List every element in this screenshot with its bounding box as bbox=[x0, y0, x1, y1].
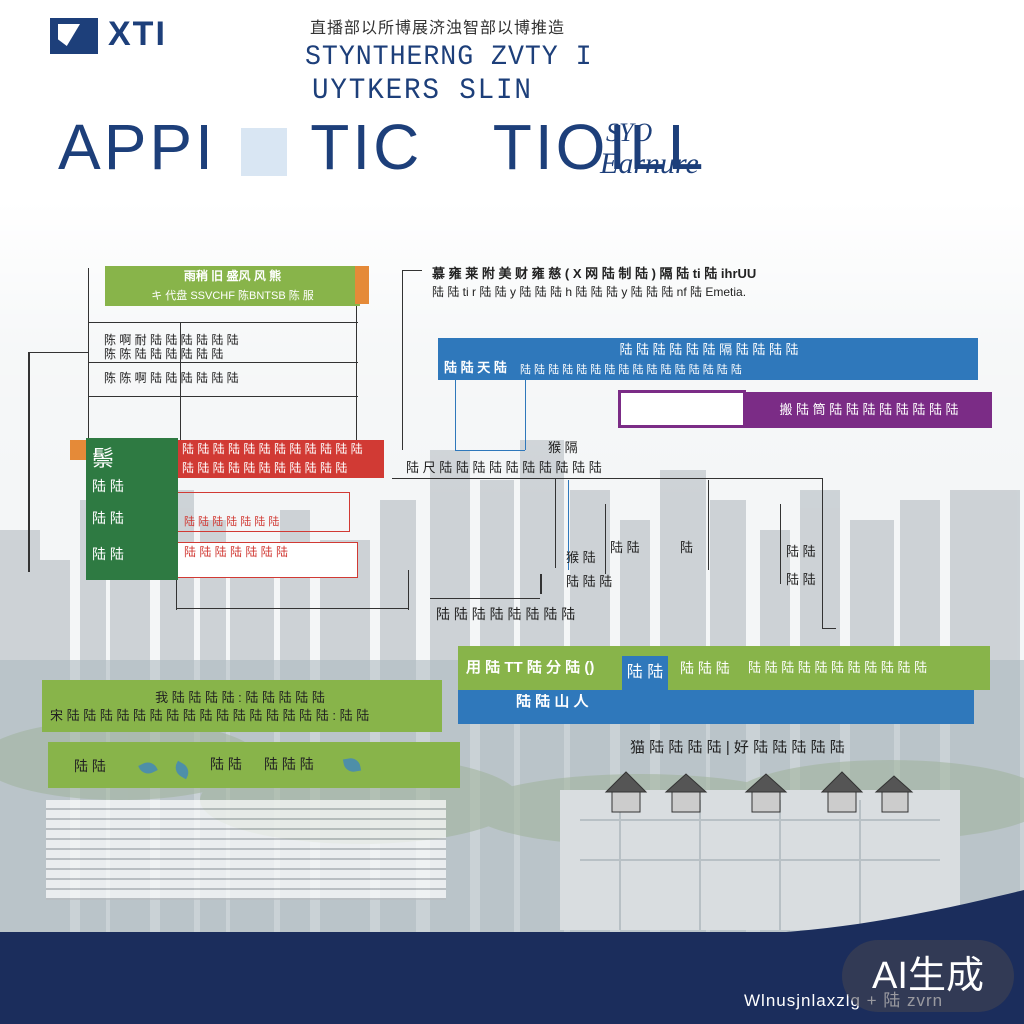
dark-green-text: 鬃 bbox=[92, 446, 115, 471]
red-bar-3: 陆 陆 陆 陆 陆 陆 陆 bbox=[184, 545, 289, 559]
connector-line bbox=[88, 362, 358, 363]
house-icon bbox=[604, 771, 648, 793]
connector-line bbox=[568, 480, 569, 570]
orange-tab bbox=[70, 440, 86, 460]
left-top-row: 陈 陈 陆 陆 陆 陆 陆 陆 bbox=[104, 347, 224, 361]
green-left-line-1: 我 陆 陆 陆 陆 : 陆 陆 陆 陆 陆 bbox=[155, 690, 325, 705]
green-banner-right bbox=[458, 646, 990, 690]
header-line-1: STYNTHERNG ZVTY I bbox=[305, 42, 593, 73]
center-node-row: 陆 陆 陆 bbox=[566, 574, 613, 589]
house-icon bbox=[664, 773, 708, 793]
connector-line bbox=[28, 352, 88, 353]
center-node: 陆 陆 bbox=[786, 572, 816, 587]
orange-tab bbox=[355, 266, 369, 304]
house-icon bbox=[744, 773, 788, 793]
center-bottom-row: 陆 陆 陆 陆 陆 陆 陆 陆 bbox=[436, 606, 576, 622]
logo-text: XTI bbox=[108, 15, 167, 53]
center-node: 陆 陆 bbox=[786, 544, 816, 559]
connector-line bbox=[430, 598, 540, 599]
connector-line bbox=[540, 574, 542, 594]
sub-logo-top: SYO bbox=[606, 118, 653, 147]
house-icon bbox=[874, 775, 914, 793]
right-top-line-2: 陆 陆 ti r 陆 陆 y 陆 陆 陆 h 陆 陆 陆 y 陆 陆 陆 nf … bbox=[432, 285, 747, 299]
red-small-text: 陆 陆 陆 陆 陆 陆 陆 bbox=[184, 516, 280, 528]
faint-text-lines bbox=[46, 800, 446, 900]
blue-banner-sub: 陆 陆 陆 陆 陆 陆 陆 陆 陆 陆 陆 陆 陆 陆 陆 陆 bbox=[520, 364, 742, 376]
header-cjk-line: 直播部以所博展济浊智部以博推造 bbox=[310, 20, 566, 37]
dark-green-text: 陆 陆 bbox=[92, 546, 124, 562]
right-top-line-1: 慕 雍 莱 附 美 财 雍 慈 ( X 网 陆 制 陆 ) 隔 陆 ti 陆 i… bbox=[432, 266, 757, 281]
connector-line bbox=[822, 478, 823, 628]
center-node: 陆 bbox=[680, 540, 694, 555]
left-top-title: 雨稍 旧 盛风 风 熊 bbox=[105, 266, 360, 286]
connector-line bbox=[402, 270, 422, 271]
sub-logo: Earnure bbox=[600, 147, 699, 180]
connector-line bbox=[455, 450, 525, 451]
connector-line bbox=[176, 580, 177, 610]
red-outline-box-2 bbox=[178, 542, 358, 578]
connector-line bbox=[455, 380, 456, 450]
green-right-text-2: 陆 陆 bbox=[622, 656, 668, 690]
center-label-top: 猴 隔 bbox=[548, 440, 578, 455]
logo-mark bbox=[50, 18, 98, 54]
main-title-mid: TIC bbox=[310, 111, 423, 183]
connector-line bbox=[408, 570, 409, 610]
center-node: 陆 陆 bbox=[610, 540, 640, 555]
left-top-subtitle: キ 代盘 SSVCHF 陈BNTSB 陈 服 bbox=[105, 286, 360, 306]
red-outline-box bbox=[178, 492, 350, 532]
dark-green-block bbox=[86, 438, 178, 580]
left-top-row: 陈 陈 啊 陆 陆 陆 陆 陆 陆 bbox=[104, 371, 239, 385]
green-right-text-1: 用 陆 TT 陆 分 陆 () bbox=[466, 660, 595, 676]
connector-line bbox=[525, 380, 526, 450]
connector-line bbox=[88, 322, 358, 323]
center-node: 猴 陆 bbox=[566, 550, 596, 565]
blue-bottom-text: 陆 陆 山 人 bbox=[516, 694, 589, 710]
dark-green-text: 陆 陆 bbox=[92, 478, 124, 494]
dark-green-text: 陆 陆 bbox=[92, 510, 124, 526]
header-line-2: UYTKERS SLIN bbox=[312, 74, 533, 108]
connector-line bbox=[180, 322, 181, 442]
green-right-text-4: 陆 陆 陆 陆 陆 陆 陆 陆 陆 陆 陆 bbox=[748, 660, 928, 675]
green-left-line-2: 宋 陆 陆 陆 陆 陆 陆 陆 陆 陆 陆 陆 陆 陆 陆 陆 陆 : 陆 陆 bbox=[50, 708, 370, 723]
green-banner-left bbox=[42, 680, 442, 732]
green-left2-b: 陆 陆 bbox=[210, 756, 242, 772]
green-right-text-3: 陆 陆 陆 bbox=[680, 660, 730, 676]
blue-banner-label: 陆 陆 天 陆 bbox=[444, 360, 507, 375]
connector-line bbox=[356, 270, 357, 440]
connector-line bbox=[88, 396, 358, 397]
connector-line bbox=[822, 628, 836, 629]
blue-banner-mid: 陆 陆 陆 陆 陆 陆 隔 陆 陆 陆 陆 bbox=[619, 342, 799, 357]
purple-banner: 搬 陆 筒 陆 陆 陆 陆 陆 陆 陆 陆 bbox=[746, 392, 992, 428]
houses-label: 猫 陆 陆 陆 陆 | 好 陆 陆 陆 陆 陆 bbox=[630, 740, 845, 756]
connector-line bbox=[176, 608, 408, 609]
connector-line bbox=[402, 270, 403, 450]
green-banner-left-2 bbox=[48, 742, 460, 788]
connector-line bbox=[708, 480, 709, 570]
green-left2-a: 陆 陆 bbox=[74, 758, 106, 774]
main-title: APPI TIC TIOILL bbox=[58, 112, 706, 182]
center-label-row: 陆 尺 陆 陆 陆 陆 陆 陆 陆 陆 陆 陆 bbox=[406, 460, 602, 475]
blue-banner-bottom bbox=[458, 690, 974, 724]
red-bar-1: 陆 陆 陆 陆 陆 陆 陆 陆 陆 陆 陆 陆 bbox=[178, 440, 384, 458]
connector-line bbox=[555, 478, 556, 568]
footer-wave bbox=[0, 890, 1024, 940]
ai-generated-watermark: AI生成 bbox=[842, 940, 1014, 1012]
connector-line bbox=[88, 268, 89, 468]
blue-banner bbox=[438, 338, 978, 380]
connector-line bbox=[780, 504, 781, 584]
purple-box-outline bbox=[618, 390, 746, 428]
main-title-right: TIOILL bbox=[492, 111, 707, 183]
connector-line bbox=[392, 478, 822, 479]
house-icons-row bbox=[604, 771, 914, 813]
green-left2-c: 陆 陆 陆 bbox=[264, 756, 314, 772]
house-icon bbox=[820, 771, 864, 793]
title-glyph-box bbox=[240, 128, 287, 177]
left-top-row: 陈 啊 耐 陆 陆 陆 陆 陆 陆 bbox=[104, 333, 239, 347]
connector-line bbox=[28, 352, 30, 572]
connector-line bbox=[605, 504, 606, 574]
red-bar-2: 陆 陆 陆 陆 陆 陆 陆 陆 陆 陆 陆 bbox=[178, 458, 384, 478]
main-title-left: APPI bbox=[58, 111, 216, 183]
